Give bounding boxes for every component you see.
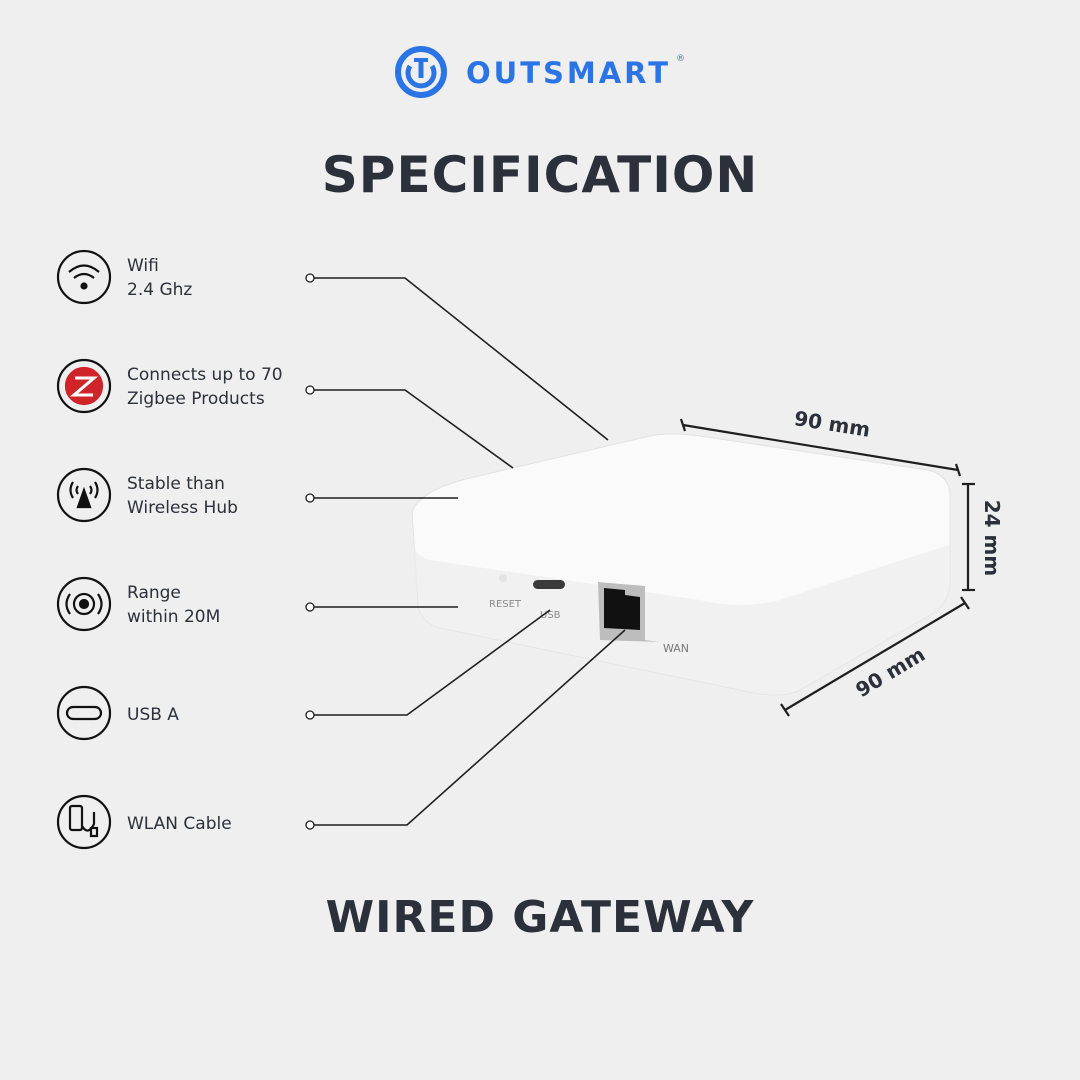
spec-wifi: Wifi 2.4 Ghz (127, 254, 192, 302)
spec-cable: WLAN Cable (127, 812, 232, 836)
wan-label: WAN (663, 642, 689, 655)
dimension-height: 24 mm (980, 499, 1005, 577)
page-title: SPECIFICATION (321, 146, 759, 204)
antenna-icon (56, 467, 112, 523)
leader-lines (314, 277, 626, 826)
spec-line: Stable than (127, 474, 225, 494)
range-icon (56, 576, 112, 632)
spec-line: 2.4 Ghz (127, 280, 193, 300)
gateway-device-image (411, 433, 951, 696)
spec-line: Range (127, 583, 181, 603)
product-title: WIRED GATEWAY (325, 892, 755, 943)
spec-line: within 20M (127, 607, 221, 627)
spec-line: Zigbee Products (127, 389, 265, 409)
usb-port-icon (56, 685, 112, 741)
spec-usb: USB A (127, 703, 179, 727)
registered-mark: ® (676, 54, 685, 64)
spec-zigbee: Connects up to 70 Zigbee Products (127, 363, 283, 411)
dimension-lines (679, 418, 975, 717)
spec-line: Wireless Hub (127, 498, 238, 518)
spec-line: USB A (127, 705, 179, 725)
usb-label: USB (540, 610, 561, 621)
outsmart-logo-icon (395, 46, 447, 98)
brand-name: OUTSMART (466, 56, 671, 90)
reset-label: RESET (489, 599, 522, 610)
spec-line: Wifi (127, 256, 159, 276)
spec-line: WLAN Cable (127, 814, 232, 834)
wifi-icon (56, 249, 112, 305)
spec-range: Range within 20M (127, 581, 220, 629)
spec-line: Connects up to 70 (127, 365, 283, 385)
leader-dots (305, 273, 315, 830)
zigbee-icon (56, 358, 112, 414)
usb-cable-icon (56, 794, 112, 850)
